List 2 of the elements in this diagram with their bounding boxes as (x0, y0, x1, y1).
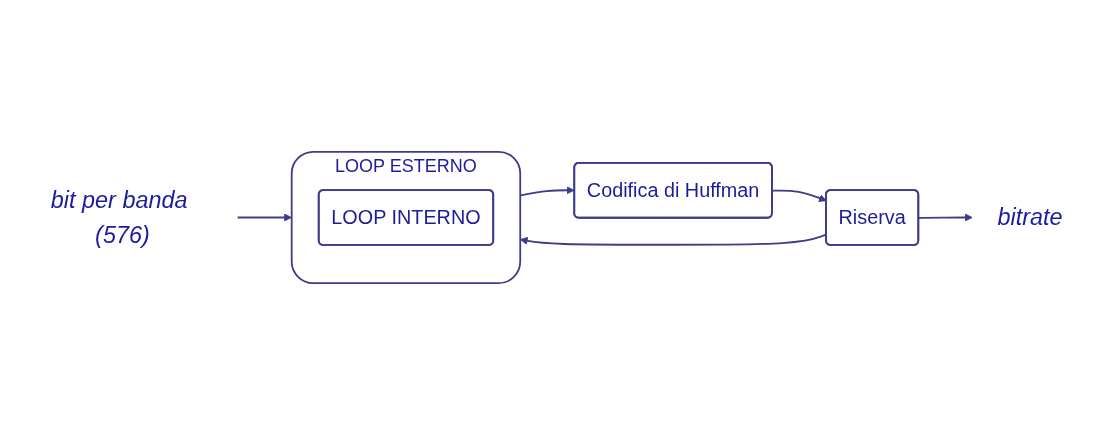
node-text: bitrate (997, 203, 1063, 231)
node-text: bit per banda (576) (50, 185, 188, 249)
